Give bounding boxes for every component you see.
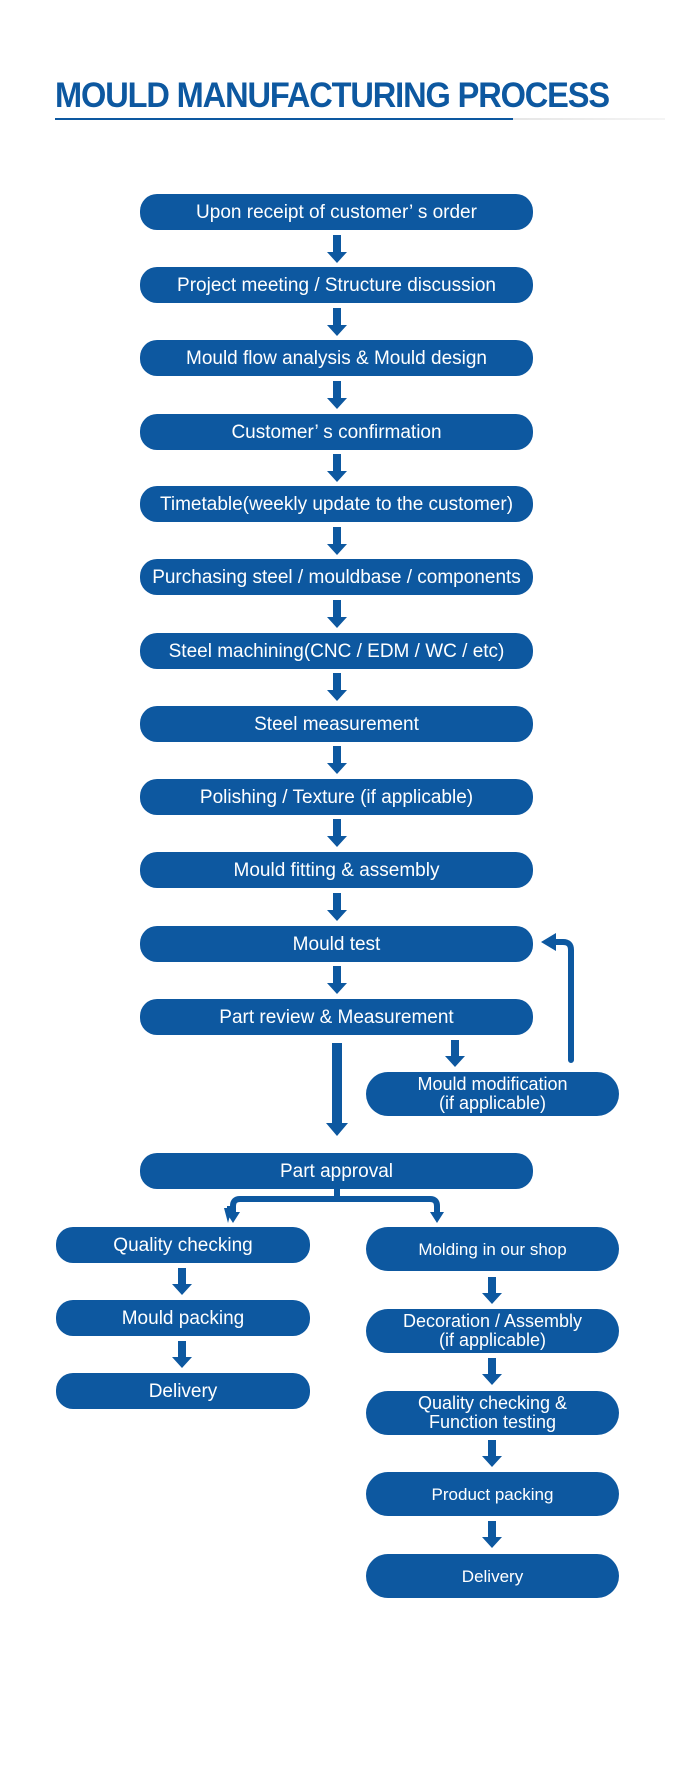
arrow-down-icon bbox=[327, 454, 347, 482]
step-polishing: Polishing / Texture (if applicable) bbox=[140, 779, 533, 815]
feedback-loop-arrow bbox=[550, 939, 574, 1063]
step-project-meeting: Project meeting / Structure discussion bbox=[140, 267, 533, 303]
left-mould-packing: Mould packing bbox=[56, 1300, 310, 1336]
arrow-down-icon bbox=[327, 600, 347, 628]
arrow-down-icon bbox=[327, 893, 347, 921]
arrow-down-icon bbox=[327, 819, 347, 847]
right-quality-testing: Quality checking & Function testing bbox=[366, 1391, 619, 1435]
branch-split-connector bbox=[230, 1186, 440, 1219]
decoration-line2: (if applicable) bbox=[438, 1330, 547, 1350]
left-delivery: Delivery bbox=[56, 1373, 310, 1409]
step-customer-confirmation: Customer’ s confirmation bbox=[140, 414, 533, 450]
right-molding: Molding in our shop bbox=[366, 1227, 619, 1271]
quality-testing-line2: Function testing bbox=[428, 1412, 557, 1432]
arrow-down-icon bbox=[327, 527, 347, 555]
arrow-down-icon bbox=[482, 1440, 502, 1467]
mould-modification-line2: (if applicable) bbox=[438, 1093, 547, 1113]
arrow-down-icon bbox=[326, 1043, 348, 1136]
arrow-down-icon bbox=[172, 1341, 192, 1368]
left-quality-checking: Quality checking bbox=[56, 1227, 310, 1263]
arrow-down-icon bbox=[327, 235, 347, 263]
step-mould-test: Mould test bbox=[140, 926, 533, 962]
arrow-down-icon bbox=[445, 1040, 465, 1067]
title-underline bbox=[55, 118, 665, 120]
arrow-down-icon bbox=[327, 966, 347, 994]
step-part-approval: Part approval bbox=[140, 1153, 533, 1189]
arrow-down-icon bbox=[327, 308, 347, 336]
step-steel-measurement: Steel measurement bbox=[140, 706, 533, 742]
arrow-left-icon bbox=[541, 933, 556, 951]
arrow-down-icon bbox=[482, 1358, 502, 1385]
step-steel-machining: Steel machining(CNC / EDM / WC / etc) bbox=[140, 633, 533, 669]
mould-modification-line1: Mould modification bbox=[417, 1074, 568, 1095]
step-purchasing: Purchasing steel / mouldbase / component… bbox=[140, 559, 533, 595]
arrow-down-icon bbox=[226, 1212, 240, 1223]
step-part-review: Part review & Measurement bbox=[140, 999, 533, 1035]
arrow-down-icon bbox=[482, 1277, 502, 1304]
page-title: MOULD MANUFACTURING PROCESS bbox=[55, 76, 610, 115]
right-delivery: Delivery bbox=[366, 1554, 619, 1598]
step-mould-modification: Mould modification (if applicable) bbox=[366, 1072, 619, 1116]
step-mould-fitting: Mould fitting & assembly bbox=[140, 852, 533, 888]
decoration-line1: Decoration / Assembly bbox=[402, 1311, 583, 1332]
right-decoration: Decoration / Assembly (if applicable) bbox=[366, 1309, 619, 1353]
step-customer-order: Upon receipt of customer’ s order bbox=[140, 194, 533, 230]
arrow-down-icon bbox=[172, 1268, 192, 1295]
right-product-packing: Product packing bbox=[366, 1472, 619, 1516]
arrow-down-icon bbox=[430, 1212, 444, 1223]
arrow-down-icon bbox=[327, 673, 347, 701]
arrow-down-icon bbox=[327, 746, 347, 774]
quality-testing-line1: Quality checking & bbox=[417, 1393, 568, 1414]
step-mould-design: Mould flow analysis & Mould design bbox=[140, 340, 533, 376]
arrow-down-icon bbox=[327, 381, 347, 409]
arrow-down-icon bbox=[482, 1521, 502, 1548]
step-timetable: Timetable(weekly update to the customer) bbox=[140, 486, 533, 522]
